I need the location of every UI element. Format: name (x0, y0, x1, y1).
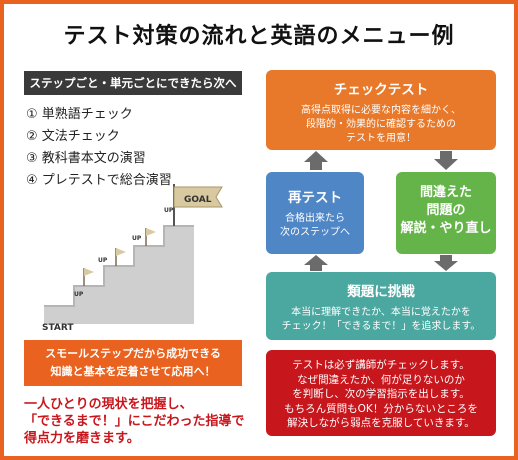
flag (116, 248, 126, 256)
retest-text: 合格出来たら (285, 213, 345, 224)
check-test-title: チェックテスト (333, 82, 429, 98)
teacher-note-text: テストは必ず講師がチェックします。 (292, 359, 470, 371)
arrow-down-icon (434, 151, 458, 170)
stairs-edge (44, 225, 194, 307)
flag (84, 268, 94, 276)
check-test-text: 段階的・効果的に確認するための (306, 119, 456, 130)
retest-text: 次のステップへ (280, 227, 350, 238)
step-banner: ステップごと・単元ごとにできたら次へ (24, 71, 242, 95)
arrow-down-icon (434, 255, 458, 271)
small-step-line: 知識と基本を定着させて応用へ！ (50, 365, 216, 378)
small-step-banner: スモールステップだから成功できる 知識と基本を定着させて応用へ！ (24, 340, 242, 386)
similar-problem-title: 類題に挑戦 (347, 284, 415, 300)
check-test-text: テストを用意！ (346, 133, 416, 144)
check-test-box: チェックテスト 高得点取得に必要な内容を細かく、 段階的・効果的に確認するための… (266, 70, 496, 150)
retest-title: 再テスト (288, 190, 342, 206)
teacher-note-text: を判断し、次の学習指示を出します。 (292, 388, 470, 400)
stairs-shape (44, 226, 194, 324)
goal-flag (173, 186, 223, 208)
up-label: UP (74, 291, 84, 298)
mistake-review-title: 解説・やり直し (400, 221, 492, 236)
step-item: ① 単熟語チェック (26, 107, 133, 122)
guidance-line: 「できるまで！」にこだわった指導で (24, 414, 245, 429)
up-label: UP (98, 257, 108, 264)
teacher-note-text: なぜ間違えたか、何が足りないのか (297, 373, 465, 386)
flow-arrows (304, 151, 458, 271)
small-step-line: スモールステップだから成功できる (45, 347, 221, 360)
guidance-line: 一人ひとりの現状を把握し、 (24, 397, 193, 412)
up-label: UP (164, 207, 174, 214)
similar-problem-text: 本当に理解できたか、本当に覚えたかを (291, 307, 471, 318)
arrow-up-icon (304, 151, 328, 170)
stairs-illustration: GOAL UP UP UP UP START (24, 184, 244, 334)
teacher-note-text: もちろん質問もOK！分からないところを (284, 402, 478, 415)
similar-problem-box: 類題に挑戦 本当に理解できたか、本当に覚えたかを チェック！「できるまで！」を追… (266, 272, 496, 340)
flag (146, 228, 156, 236)
teacher-note-text: 解決しながら弱点を克服していきます。 (287, 417, 475, 429)
step-item: ④ プレテストで総合演習 (26, 173, 172, 188)
retest-box: 再テスト 合格出来たら 次のステップへ (266, 172, 364, 254)
teacher-note-box: テストは必ず講師がチェックします。 なぜ間違えたか、何が足りないのか を判断し、… (266, 350, 496, 436)
stairs-graphic: GOAL UP UP UP UP START (42, 184, 223, 333)
similar-problem-text: チェック！「できるまで！」を追求します。 (281, 321, 481, 332)
start-label: START (42, 323, 74, 333)
up-label: UP (132, 235, 142, 242)
guidance-message: 一人ひとりの現状を把握し、 「できるまで！」にこだわった指導で 得点力を磨きます… (24, 396, 246, 447)
step-item: ③ 教科書本文の演習 (26, 151, 146, 166)
step-list: ① 単熟語チェック ② 文法チェック ③ 教科書本文の演習 ④ プレテストで総合… (26, 104, 246, 192)
mistake-review-title: 問題の (426, 203, 466, 218)
page-title: テスト対策の流れと英語のメニュー例 (63, 24, 455, 49)
step-item: ② 文法チェック (26, 129, 120, 144)
mistake-review-title: 間違えた (419, 185, 472, 200)
arrow-up-icon (304, 255, 328, 271)
check-test-text: 高得点取得に必要な内容を細かく、 (301, 105, 461, 116)
mistake-review-box: 間違えた 問題の 解説・やり直し (396, 172, 496, 254)
guidance-line: 得点力を磨きます。 (24, 431, 140, 446)
goal-label: GOAL (184, 195, 212, 205)
